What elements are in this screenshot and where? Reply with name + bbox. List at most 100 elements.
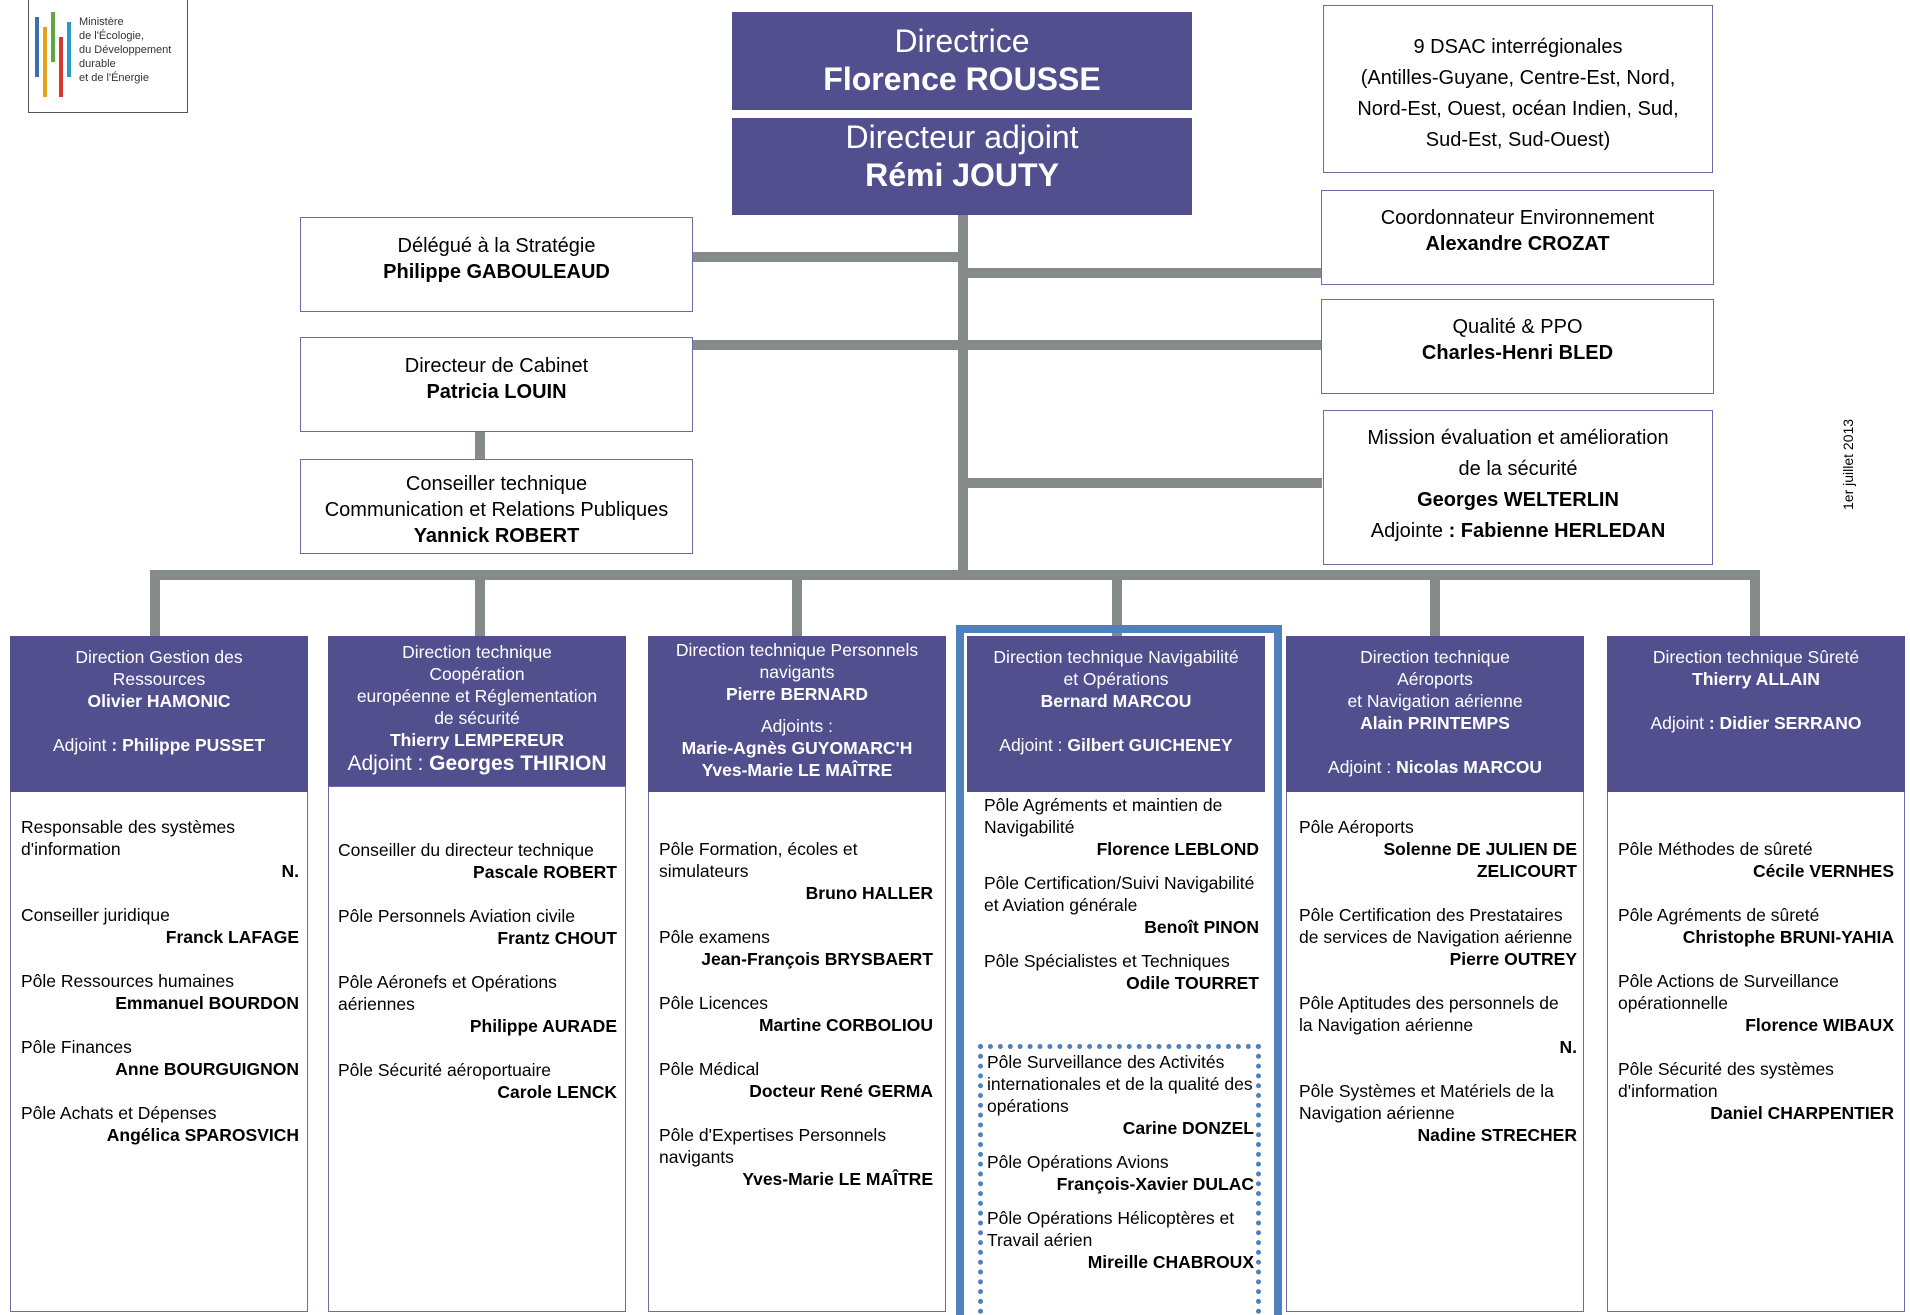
item-name: François-Xavier DULAC bbox=[1056, 1174, 1254, 1194]
direction-cooperation-header: Direction technique Coopération européen… bbox=[328, 636, 626, 792]
direction-navigabilite-adjoint: Adjoint : Gilbert GUICHENEY bbox=[967, 734, 1265, 756]
cabinet-box: Directeur de Cabinet Patricia LOUIN bbox=[300, 337, 693, 432]
connector-mission bbox=[962, 478, 1322, 488]
direction-gestion-adjoint: Adjoint : Philippe PUSSET bbox=[10, 734, 308, 756]
drop-line-3 bbox=[792, 570, 802, 636]
adjoint-label: Adjoint : bbox=[1328, 757, 1392, 777]
item-label: Pôle Sécurité aéroportuaire bbox=[338, 1060, 552, 1080]
item-label: Pôle Agréments et maintien de Navigabili… bbox=[984, 795, 1223, 837]
item-label: Responsable des systèmes d'information bbox=[21, 817, 235, 859]
item-name: Bruno HALLER bbox=[805, 883, 933, 903]
deputy-box: Directeur adjoint Rémi JOUTY bbox=[732, 118, 1192, 215]
item-label: Pôle Certification des Prestataires de s… bbox=[1299, 905, 1573, 947]
drop-line-5 bbox=[1430, 570, 1440, 636]
item-name: Docteur René GERMA bbox=[749, 1081, 933, 1101]
direction-cooperation-title-2: Coopération bbox=[429, 664, 525, 684]
director-name: Florence ROUSSE bbox=[823, 61, 1101, 97]
item-label: Pôle Personnels Aviation civile bbox=[338, 906, 576, 926]
item-name: Jean-François BRYSBAERT bbox=[701, 949, 933, 969]
item-name: Angélica SPAROSVICH bbox=[106, 1125, 299, 1145]
list-item: Pôle Systèmes et Matériels de la Navigat… bbox=[1299, 1080, 1577, 1146]
item-label: Pôle Agréments de sûreté bbox=[1618, 905, 1820, 925]
item-name: Mireille CHABROUX bbox=[1087, 1252, 1254, 1272]
connector-environnement bbox=[962, 268, 1322, 278]
mission-title-2: de la sécurité bbox=[1458, 458, 1578, 480]
item-label: Pôle Licences bbox=[659, 993, 768, 1013]
drop-line-4 bbox=[1112, 570, 1122, 636]
conseiller-name: Yannick ROBERT bbox=[413, 525, 580, 547]
list-item: Pôle Agréments et maintien de Navigabili… bbox=[984, 794, 1259, 860]
dsac-line-4: Sud-Est, Sud-Ouest) bbox=[1425, 129, 1611, 151]
ministry-logo: Ministère de l'Écologie, du Développemen… bbox=[28, 0, 188, 113]
conseiller-box: Conseiller technique Communication et Re… bbox=[300, 459, 693, 554]
item-label: Pôle Méthodes de sûreté bbox=[1618, 839, 1813, 859]
direction-navigabilite-title-2: et Opérations bbox=[1063, 669, 1169, 689]
direction-surete-adjoint: Adjoint : Didier SERRANO bbox=[1607, 712, 1905, 734]
mission-adjoint-name: : Fabienne HERLEDAN bbox=[1448, 520, 1666, 542]
item-name: Anne BOURGUIGNON bbox=[115, 1059, 299, 1079]
deputy-title: Directeur adjoint bbox=[845, 119, 1079, 155]
qualite-name: Charles-Henri BLED bbox=[1421, 342, 1614, 364]
adjoint-name: : Philippe PUSSET bbox=[111, 735, 266, 755]
item-name: Yves-Marie LE MAÎTRE bbox=[742, 1169, 933, 1189]
item-label: Pôle Sécurité des systèmes d'information bbox=[1618, 1059, 1834, 1101]
adjoint-name: Nicolas MARCOU bbox=[1396, 757, 1542, 777]
item-name: Emmanuel BOURDON bbox=[115, 993, 299, 1013]
connector-cabinet-qualite bbox=[692, 340, 1322, 350]
adjoint-name: Gilbert GUICHENEY bbox=[1067, 735, 1233, 755]
direction-navigabilite-title-1: Direction technique Navigabilité bbox=[993, 647, 1239, 667]
item-label: Pôle Ressources humaines bbox=[21, 971, 235, 991]
environnement-box: Coordonnateur Environnement Alexandre CR… bbox=[1321, 190, 1714, 285]
direction-cooperation-name: Thierry LEMPEREUR bbox=[389, 730, 565, 750]
item-name: Christophe BRUNI-YAHIA bbox=[1682, 927, 1894, 947]
item-label: Pôle Systèmes et Matériels de la Navigat… bbox=[1299, 1081, 1554, 1123]
item-label: Pôle examens bbox=[659, 927, 770, 947]
adjoint-label: Adjoint : bbox=[347, 752, 424, 775]
direction-aeroports-title-2: Aéroports bbox=[1397, 669, 1473, 689]
direction-pn-adjoint-2: Yves-Marie LE MAÎTRE bbox=[701, 760, 893, 780]
item-label: Pôle Formation, écoles et simulateurs bbox=[659, 839, 858, 881]
logo-text-1: Ministère bbox=[79, 16, 124, 28]
mission-box: Mission évaluation et amélioration de la… bbox=[1323, 410, 1713, 565]
cabinet-name: Patricia LOUIN bbox=[426, 381, 567, 403]
list-item: Pôle Sécurité des systèmes d'information… bbox=[1618, 1058, 1894, 1124]
direction-gestion-header: Direction Gestion des Ressources Olivier… bbox=[10, 636, 308, 792]
director-title: Directrice bbox=[894, 23, 1030, 59]
item-label: Pôle d'Expertises Personnels navigants bbox=[659, 1125, 887, 1167]
date-label: 1er juillet 2013 bbox=[1840, 418, 1856, 510]
adjoint-label: Adjoint : bbox=[999, 735, 1063, 755]
item-label: Pôle Actions de Surveillance opérationne… bbox=[1618, 971, 1839, 1013]
item-name: Carole LENCK bbox=[497, 1082, 617, 1102]
mission-adjoint-label: Adjointe bbox=[1370, 520, 1444, 542]
direction-gestion-title-1: Direction Gestion des bbox=[75, 647, 243, 667]
direction-cooperation-adjoint: Adjoint : Georges THIRION bbox=[328, 751, 626, 776]
strategie-title: Délégué à la Stratégie bbox=[397, 235, 596, 257]
adjoint-name: Georges THIRION bbox=[429, 752, 607, 775]
item-label: Pôle Certification/Suivi Navigabilité et… bbox=[984, 873, 1255, 915]
direction-pn-adjoint-label: Adjoints : bbox=[761, 716, 833, 736]
item-name: Pierre OUTREY bbox=[1449, 949, 1577, 969]
item-name: Martine CORBOLIOU bbox=[758, 1015, 933, 1035]
direction-pn-title-2: navigants bbox=[759, 662, 835, 682]
direction-navigabilite-column: Pôle Agréments et maintien de Navigabili… bbox=[967, 792, 1265, 1312]
list-item: Pôle Surveillance des Activités internat… bbox=[987, 1051, 1254, 1139]
direction-pn-header: Direction technique Personnels navigants… bbox=[648, 636, 946, 792]
dotted-group: Pôle Surveillance des Activités internat… bbox=[978, 1044, 1261, 1314]
ministry-logo-mark bbox=[35, 12, 71, 97]
item-name: N. bbox=[281, 861, 300, 881]
environnement-title: Coordonnateur Environnement bbox=[1380, 207, 1655, 229]
item-label: Pôle Achats et Dépenses bbox=[21, 1103, 217, 1123]
highlight-frame bbox=[956, 625, 1282, 1315]
item-label: Pôle Médical bbox=[659, 1059, 760, 1079]
adjoint-label: Adjoint bbox=[1650, 713, 1704, 733]
